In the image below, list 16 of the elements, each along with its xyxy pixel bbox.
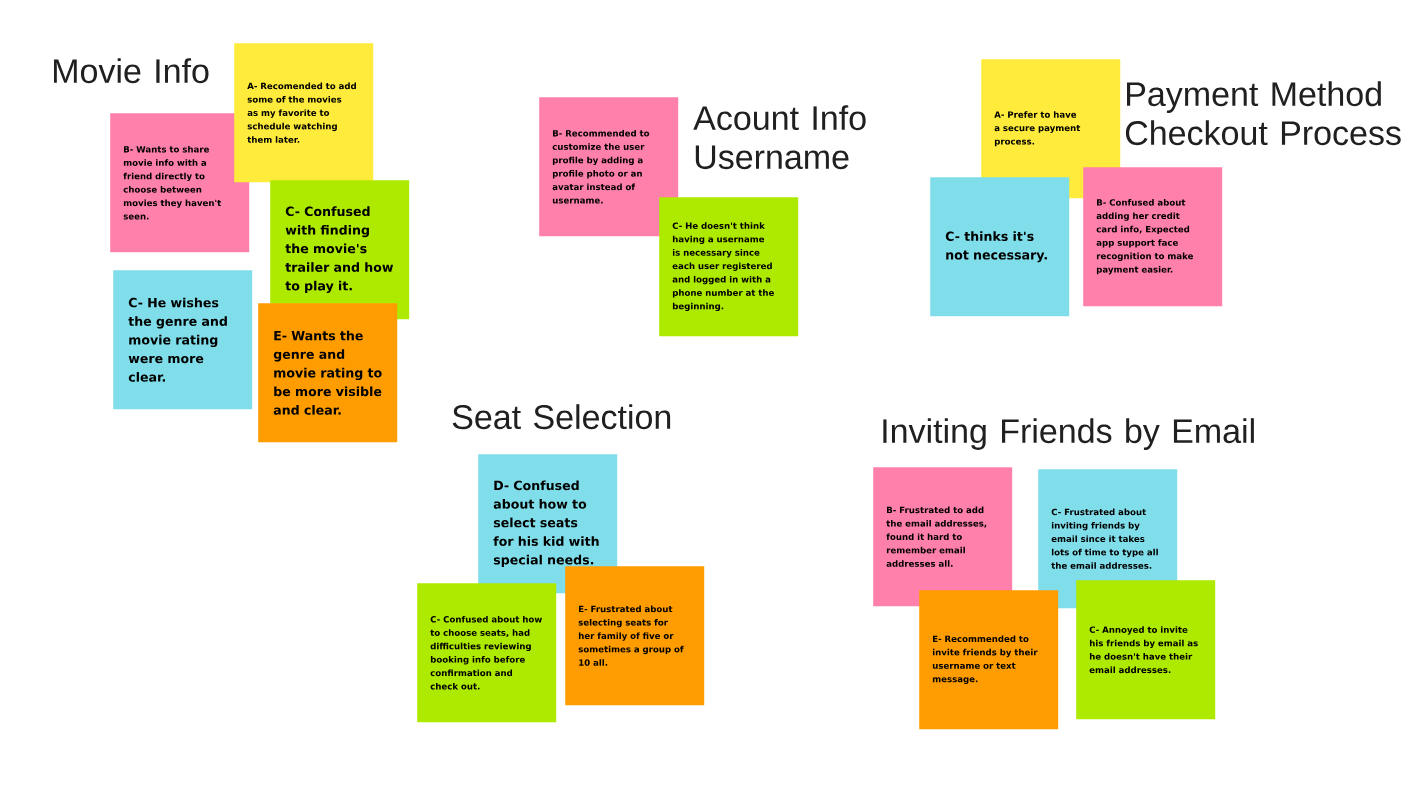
sticky-note: C- Annoyed to invite his friends by email as he doesn't have their email addresses. bbox=[1076, 580, 1216, 720]
section-heading: Payment Method Checkout Process bbox=[1125, 81, 1401, 146]
sticky-note: A- Recomended to add some of the movies as my favorite to schedule watching them later. bbox=[234, 43, 374, 183]
sticky-note: E- Recommended to invite friends by their username or text message. bbox=[919, 590, 1059, 730]
sticky-note: B- Frustrated to add the email addresses, found it hard to remember email addresses all. bbox=[873, 467, 1013, 607]
sticky-note: E- Wants the genre and movie rating to be more visible and clear. bbox=[258, 303, 398, 443]
sticky-note: E- Frustrated about selecting seats for her family of five or sometimes a group of 10 all. bbox=[565, 566, 705, 706]
section-heading: Inviting Friends by Email bbox=[883, 418, 1254, 450]
section-heading: Seat Selection bbox=[452, 404, 671, 430]
section-heading: Acount Info Username bbox=[693, 105, 866, 170]
sticky-note: C- He doesn't think having a username is necessary since each user registered and logged in with a phone number at the beginning. bbox=[659, 197, 799, 337]
sticky-note: B- Confused about adding her credit card info, Expected app support face recognition to make payment easier. bbox=[1083, 167, 1223, 307]
sticky-note: C- thinks it's not necessary. bbox=[930, 177, 1070, 317]
sticky-note: C- Confused about how to choose seats, had difficulties reviewing booking info before confirmation and check out. bbox=[417, 583, 557, 723]
section-heading: Movie Info bbox=[54, 58, 209, 84]
sticky-note: C- He wishes the genre and movie rating were more clear. bbox=[113, 270, 253, 410]
